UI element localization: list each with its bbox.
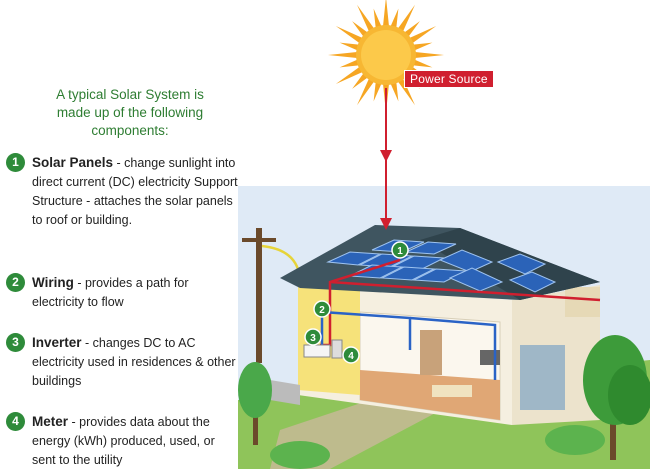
sun-ray bbox=[408, 26, 437, 44]
svg-text:3: 3 bbox=[310, 333, 316, 344]
sun-ray bbox=[335, 26, 364, 44]
sun-ray bbox=[412, 59, 433, 68]
sun-ray bbox=[390, 81, 399, 102]
sun-ray bbox=[352, 21, 369, 38]
component-description: provides a path for electricity to flow bbox=[32, 276, 189, 309]
svg-text:1: 1 bbox=[397, 246, 403, 257]
sun-ray bbox=[397, 4, 415, 33]
sun-ray bbox=[397, 77, 415, 106]
sun-ray bbox=[335, 66, 364, 84]
svg-text:4: 4 bbox=[348, 351, 354, 362]
number-badge: 2 bbox=[6, 273, 25, 292]
sun-ray bbox=[382, 0, 390, 28]
component-title: Solar Panels bbox=[32, 155, 114, 170]
sun-ray bbox=[339, 42, 360, 51]
svg-text:2: 2 bbox=[319, 305, 325, 316]
sun-ray bbox=[352, 72, 369, 89]
component-title: Wiring bbox=[32, 275, 74, 290]
component-description: provides data about the energy (kWh) pro… bbox=[32, 415, 215, 467]
sun-ray bbox=[357, 77, 375, 106]
intro-text: A typical Solar System is made up of the… bbox=[56, 87, 204, 138]
badge-3: 3 bbox=[304, 328, 322, 346]
sun-ray bbox=[413, 51, 444, 59]
wiring bbox=[303, 258, 601, 380]
power-source-label: Power Source bbox=[404, 70, 494, 88]
component-solar-panels: 1 Solar Panels - change sunlight into di… bbox=[6, 153, 238, 230]
component-title: Meter bbox=[32, 414, 69, 429]
sun-ray bbox=[412, 42, 433, 51]
component-description: change sunlight into direct current (DC)… bbox=[32, 156, 238, 227]
component-meter: 4 Meter - provides data about the energy… bbox=[6, 412, 238, 470]
component-title: Inverter bbox=[32, 335, 82, 350]
number-badge: 3 bbox=[6, 333, 25, 352]
sun-ray bbox=[357, 4, 375, 33]
number-badge: 4 bbox=[6, 412, 25, 431]
sun-ray bbox=[403, 21, 420, 38]
sun-ray bbox=[390, 8, 399, 29]
sun-ray bbox=[328, 51, 359, 59]
number-badge: 1 bbox=[6, 153, 25, 172]
sun-ray bbox=[339, 59, 360, 68]
component-inverter: 3 Inverter - changes DC to AC electricit… bbox=[6, 333, 238, 391]
trees bbox=[238, 335, 650, 469]
badge-1: 1 bbox=[391, 241, 409, 259]
solar-panels bbox=[326, 239, 557, 293]
badge-4: 4 bbox=[342, 346, 360, 364]
badge-2: 2 bbox=[313, 300, 331, 318]
sun-ray bbox=[373, 8, 382, 29]
sun-icon bbox=[328, 0, 444, 113]
sun-ray bbox=[373, 81, 382, 102]
component-description: changes DC to AC electricity used in res… bbox=[32, 336, 236, 388]
sunlight-arrow bbox=[380, 88, 392, 230]
component-wiring: 2 Wiring - provides a path for electrici… bbox=[6, 273, 238, 312]
